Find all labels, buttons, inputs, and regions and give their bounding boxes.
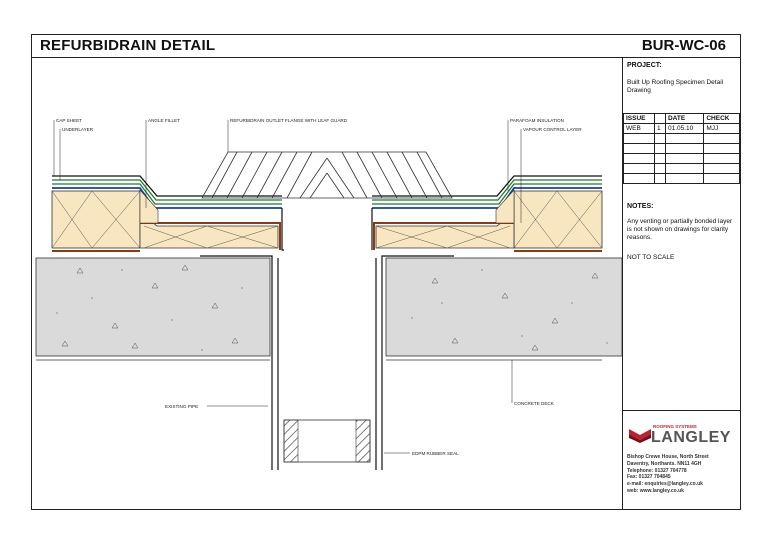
title-bar: REFURBIDRAIN DETAIL BUR-WC-06 (32, 35, 740, 58)
insulation-left (51, 190, 141, 249)
cell: 01.05.10 (664, 123, 705, 134)
label-insulation: PARAFOAM INSULATION (510, 118, 564, 123)
col-check: CHECK (703, 113, 740, 124)
leaf-guard (201, 151, 453, 199)
scale-note: NOT TO SCALE (627, 254, 675, 261)
drawing-sheet: REFURBIDRAIN DETAIL BUR-WC-06 (31, 34, 741, 510)
drawing-code: BUR-WC-06 (641, 37, 726, 54)
cell: MJJ (703, 123, 740, 134)
insulation-right (513, 190, 603, 249)
notes-heading: NOTES: (627, 203, 654, 210)
langley-logo-icon (629, 429, 651, 443)
issue-table: ISSUE DATE CHECK WEB 1 01.05.10 MJJ (622, 113, 740, 184)
label-rubber-seal: EDPM RUBBER SEAL (412, 451, 459, 456)
angle-fillet-right (495, 189, 515, 224)
title-block: PROJECT: Built Up Roofing Specimen Detai… (622, 58, 740, 511)
detail-drawing: CAP SHEET UNDERLAYER ANGLE FILLET REFURB… (32, 58, 623, 510)
drawing-title: REFURBIDRAIN DETAIL (40, 37, 216, 54)
col-rev (654, 113, 666, 124)
table-row (622, 153, 740, 164)
label-cap-sheet: CAP SHEET (56, 118, 82, 123)
vcl-right (373, 222, 514, 250)
label-outlet-flange: REFURBIDRAIN OUTLET FLANGE WITH LEAF GUA… (230, 118, 348, 123)
outlet-spigot (200, 208, 454, 470)
section-drawing: CAP SHEET UNDERLAYER ANGLE FILLET REFURB… (35, 118, 622, 470)
membranes-left (52, 175, 282, 209)
company-address: Bishop Crewe House, North Street Daventr… (627, 454, 739, 495)
table-row (622, 173, 740, 184)
label-concrete-deck: CONCRETE DECK (514, 401, 555, 406)
table-row: WEB 1 01.05.10 MJJ (622, 123, 740, 134)
col-issue: ISSUE (622, 113, 656, 124)
label-angle-fillet: ANGLE FILLET (148, 118, 180, 123)
cell: 1 (654, 123, 666, 134)
notes-text: Any venting or partially bonded layer is… (627, 218, 733, 241)
rubber-seal-left (283, 419, 299, 463)
insulation-sump-right (375, 212, 515, 249)
concrete-dots (56, 269, 608, 351)
angle-fillet-left (139, 189, 159, 224)
address-line: Bishop Crewe House, North Street (627, 454, 709, 460)
label-vcl: VAPOUR CONTROL LAYER (523, 127, 582, 132)
table-row (622, 143, 740, 154)
logo-tagline: ROOFING SYSTEMS (653, 424, 697, 429)
address-line: web: www.langley.co.uk (627, 487, 684, 494)
issue-header-row: ISSUE DATE CHECK (622, 113, 740, 124)
address-line: Daventry, Northants. NN11 4GH (627, 460, 702, 467)
vcl-left (140, 222, 281, 250)
table-row (622, 163, 740, 174)
concrete-deck-left (35, 257, 271, 357)
address-line: e-mail: enquiries@langley.co.uk (627, 481, 703, 488)
concrete-aggregate (61, 264, 599, 351)
leader-lines (53, 120, 522, 454)
address-line: Telephone: 01327 704778 (627, 467, 687, 474)
label-underlayer: UNDERLAYER (62, 127, 94, 132)
table-row (622, 133, 740, 144)
insulation-sump-left (139, 212, 279, 249)
col-date: DATE (664, 113, 705, 124)
concrete-deck-right (385, 257, 622, 357)
label-existing-pipe: EXISTING PIPE (165, 404, 198, 409)
address-line: Fax: 01327 704845 (627, 474, 671, 481)
project-heading: PROJECT: (627, 62, 662, 69)
project-text: Built Up Roofing Specimen Detail Drawing (627, 79, 724, 94)
rubber-seal-right (355, 419, 371, 463)
company-logo-block: ROOFING SYSTEMS LANGLEY Bishop Crewe Hou… (623, 410, 740, 511)
logo-name: LANGLEY (651, 429, 731, 446)
cell: WEB (622, 123, 656, 134)
